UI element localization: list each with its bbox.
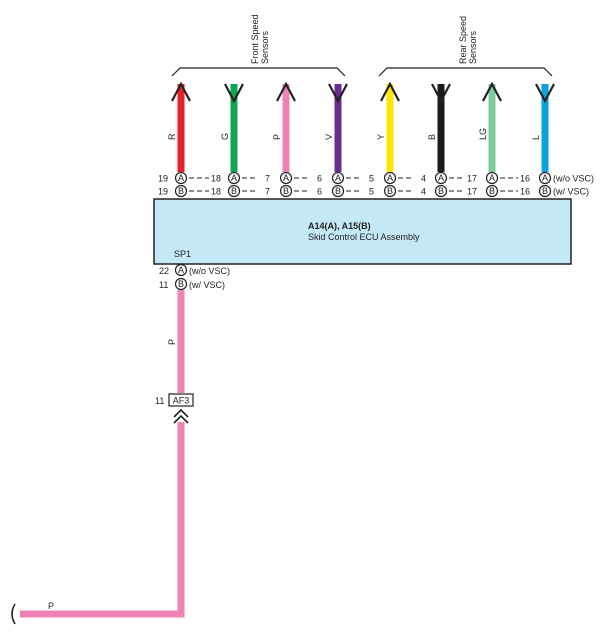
pin-number: 6 <box>317 174 322 184</box>
connector-letter: B <box>438 186 444 196</box>
arrow-up-icon <box>380 81 400 102</box>
front-sensors-label-2: Sensors <box>260 30 270 64</box>
pin-number: 7 <box>265 174 270 184</box>
pin-number: 16 <box>520 187 530 197</box>
rear-sensors-brace <box>378 67 553 77</box>
variant-label-with-vsc: (w/ VSC) <box>553 187 589 197</box>
wire-break-mark <box>11 603 16 625</box>
wire-color-label: G <box>220 133 230 140</box>
pin-number: 4 <box>421 187 426 197</box>
wire-color-label: V <box>324 134 334 140</box>
wire-color-label: R <box>167 133 177 140</box>
pin-number: 6 <box>317 187 322 197</box>
ecu-ground-terminal-label: SP1 <box>174 249 191 259</box>
connector-letter: A <box>335 173 341 183</box>
wire-color-label: B <box>427 134 437 140</box>
connector-letter: B <box>542 186 548 196</box>
wire-color-label: Y <box>376 134 386 140</box>
connector-letter: B <box>283 186 289 196</box>
connector-letter: B <box>335 186 341 196</box>
connector-letter: A <box>542 173 548 183</box>
pin-number: 5 <box>369 187 374 197</box>
sensor-wire-rr-minus[interactable]: L16A16BRR– <box>520 83 555 215</box>
pin-number: 7 <box>265 187 270 197</box>
arrow-down-icon <box>328 83 348 104</box>
arrow-up-icon <box>482 81 502 102</box>
bottom-wire-color-label: P <box>48 601 54 611</box>
svg-text:11: 11 <box>159 280 168 290</box>
ground-wire[interactable] <box>20 290 185 618</box>
arrow-down-icon <box>535 83 555 104</box>
ecu-connector-title: A14(A), A15(B) <box>308 221 371 231</box>
junction-pin-number: 11 <box>155 396 164 406</box>
ground-pin-a[interactable]: 22 A (w/o VSC) <box>159 263 230 277</box>
pin-number: 18 <box>211 187 221 197</box>
arrow-up-icon <box>171 81 191 102</box>
svg-text:A: A <box>178 265 184 275</box>
connector-letter: A <box>387 173 393 183</box>
ground-wire-color-label: P <box>167 339 177 345</box>
sensor-wire-fr-minus[interactable]: V6A6BFR– <box>317 83 362 215</box>
ground-pin-b[interactable]: 11 B (w/ VSC) <box>159 277 225 291</box>
sensor-wire-fl-minus[interactable]: G18A18BFL– <box>211 83 258 215</box>
arrow-down-icon <box>224 83 244 104</box>
svg-text:B: B <box>178 279 184 289</box>
connector-letter: B <box>489 186 495 196</box>
junction-connector-label: AF3 <box>173 396 190 406</box>
svg-text:(w/o VSC): (w/o VSC) <box>189 266 230 276</box>
skid-control-ecu-box[interactable] <box>153 198 572 265</box>
pin-number: 17 <box>467 187 477 197</box>
pin-number: 16 <box>520 174 530 184</box>
sensor-wire-rl-minus[interactable]: B4A4BRL– <box>421 83 465 215</box>
ecu-assembly-name: Skid Control ECU Assembly <box>308 232 420 242</box>
front-sensors-brace <box>171 67 346 77</box>
pin-number: 4 <box>421 174 426 184</box>
connector-letter: A <box>438 173 444 183</box>
connector-letter: B <box>387 186 393 196</box>
wire-color-label: L <box>531 135 541 140</box>
wire-color-label: LG <box>478 128 488 140</box>
connector-letter: A <box>283 173 289 183</box>
arrow-down-icon <box>431 83 451 104</box>
connector-letter: A <box>489 173 495 183</box>
front-sensors-label-1: Front Speed <box>250 14 260 64</box>
connector-letter: B <box>178 186 184 196</box>
wire-color-label: P <box>272 134 282 140</box>
pin-number: 18 <box>211 174 221 184</box>
sensor-wire-fr-plus[interactable]: P7A7BFR+ <box>265 81 310 215</box>
pin-number: 19 <box>158 174 168 184</box>
variant-label-without-vsc: (w/o VSC) <box>553 174 594 184</box>
connector-letter: A <box>178 173 184 183</box>
sensor-wire-rl-plus[interactable]: Y5A5BRL+ <box>369 81 414 215</box>
pin-number: 19 <box>158 187 168 197</box>
pin-number: 5 <box>369 174 374 184</box>
pin-number: 17 <box>467 174 477 184</box>
connector-letter: B <box>231 186 237 196</box>
rear-sensors-label-1: Rear Speed <box>458 16 468 64</box>
sensor-wire-fl-plus[interactable]: R19A19BFL+ <box>158 81 209 215</box>
svg-text:22: 22 <box>159 266 169 276</box>
junction-connector-af3[interactable] <box>168 393 194 407</box>
svg-text:(w/ VSC): (w/ VSC) <box>189 280 225 290</box>
sensor-wires: R19A19BFL+G18A18BFL–P7A7BFR+V6A6BFR–Y5A5… <box>158 81 594 215</box>
arrow-up-icon <box>276 81 296 102</box>
rear-sensors-label-2: Sensors <box>468 30 478 64</box>
junction-chevrons <box>173 408 189 424</box>
connector-letter: A <box>231 173 237 183</box>
sensor-wire-rr-plus[interactable]: LG17A17BRR+ <box>467 81 518 215</box>
